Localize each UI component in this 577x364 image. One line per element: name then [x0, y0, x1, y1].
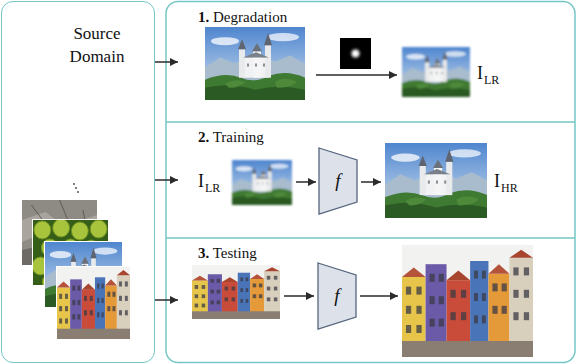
network-trapezoid: f [317, 262, 357, 330]
lr-photo [232, 160, 292, 205]
test-photo [192, 265, 280, 319]
arrow [296, 181, 316, 183]
pipeline-panel [166, 2, 575, 363]
source-panel: Source Domain [1, 1, 155, 363]
section-divider [166, 121, 575, 123]
stage-title: 3. Testing [198, 244, 257, 262]
image-symbol: IHR [494, 171, 518, 193]
section-divider [166, 237, 575, 239]
arrow [284, 295, 314, 297]
arrow [361, 181, 381, 183]
image-symbol: ILR [198, 171, 220, 193]
dataset-stack [21, 183, 131, 340]
photo-frame [56, 266, 131, 340]
flow-arrow [155, 61, 178, 63]
image-symbol: ILR [477, 63, 499, 85]
stage-title: 1. Degradation [198, 8, 287, 26]
hr-photo [205, 27, 305, 100]
lr-photo [402, 47, 470, 97]
network-trapezoid: f [318, 147, 358, 215]
network-symbol: f [334, 285, 339, 307]
trapezoid-shape [319, 148, 357, 214]
trapezoid-shape [318, 263, 356, 329]
kernel-spot [352, 50, 360, 58]
hr-photo [385, 143, 487, 218]
output-photo [402, 245, 533, 357]
flow-arrow [155, 179, 178, 181]
stage-band: 1. Degradation [178, 3, 573, 121]
arrow [360, 295, 398, 297]
flow-arrow [155, 299, 178, 301]
stage-band: 3. Testing f [178, 239, 573, 361]
ellipsis-dot [77, 191, 79, 193]
houses-photo [57, 267, 130, 339]
lr-photo-image [402, 47, 470, 97]
panel-title: Source Domain [54, 22, 140, 68]
lr-photo-image [232, 160, 292, 205]
stage-title: 2. Training [198, 128, 264, 146]
arrow [316, 74, 397, 76]
network-symbol: f [335, 170, 340, 192]
stage-band: 2. Training f [178, 123, 573, 237]
ellipsis-dot [73, 183, 75, 185]
blur-kernel [340, 38, 371, 69]
ellipsis-dot [75, 187, 77, 189]
